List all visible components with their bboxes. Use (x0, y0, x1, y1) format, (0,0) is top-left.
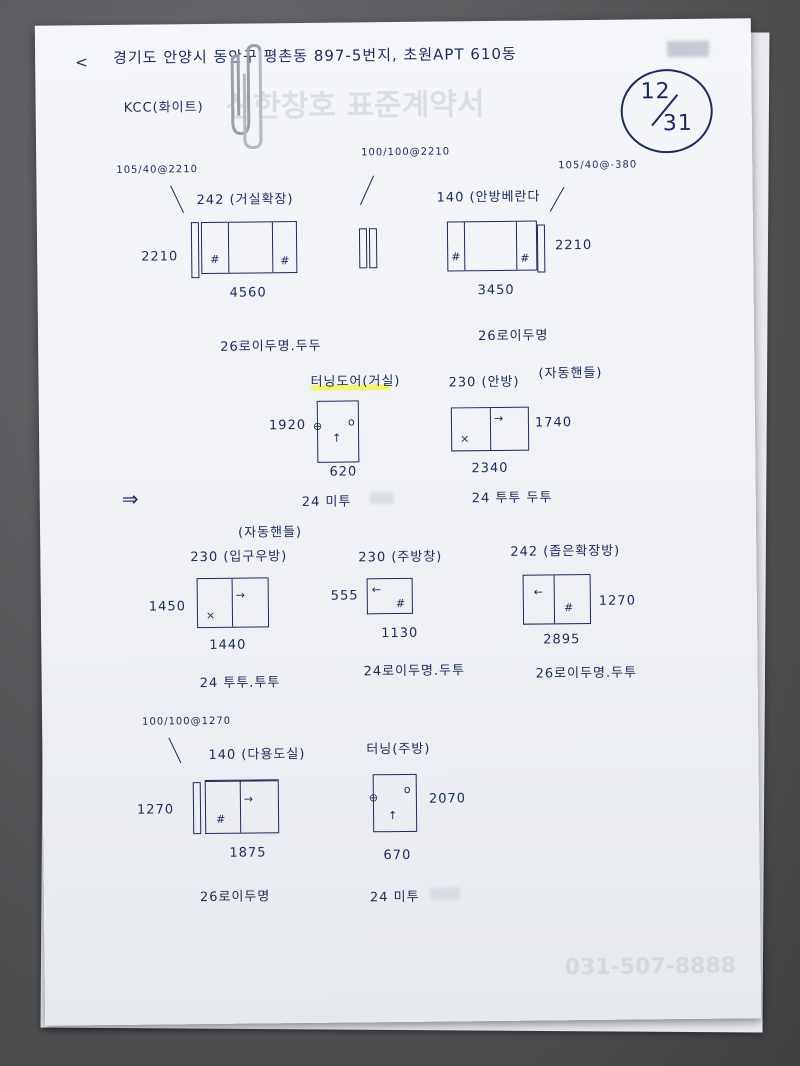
win3-spec: 26로이두명 (477, 328, 549, 345)
win3-width: 3450 (477, 282, 515, 299)
win8-height: 1270 (598, 593, 637, 609)
win4-height: 1920 (268, 417, 307, 434)
win5-title: 230 (안방) (448, 374, 520, 391)
win3-side-frame (536, 224, 546, 273)
date-numerator: 12 (640, 79, 671, 105)
win6-spec: 24 투투.투투 (199, 675, 281, 692)
win7-height: 555 (330, 588, 359, 604)
win3-height: 2210 (555, 237, 593, 254)
win1-note: 105/40@2210 (116, 164, 198, 176)
win4-frame: ⊕ ↑ o (313, 400, 360, 463)
win6-width: 1440 (209, 637, 247, 653)
win7-frame: ← # (366, 577, 413, 615)
win2-side-frame-b (368, 228, 378, 269)
ghost-phone: 031-507-8888 (564, 953, 737, 981)
win8-width: 2895 (543, 632, 581, 648)
win8-frame: ← # (522, 573, 592, 625)
handwritten-window-sheet: 신한창호 표준계약서 031-507-8888 < 경기도 안양시 동안구 평촌… (34, 18, 762, 1026)
date-denominator: 31 (662, 110, 693, 137)
win1-title: 242 (거실확장) (196, 192, 294, 209)
win10-width: 670 (383, 847, 412, 864)
win9-spec: 26로이두명 (199, 889, 271, 906)
win8-title: 242 (좁은확장방) (510, 543, 621, 560)
win5-spec: 24 투투 두투 (471, 490, 553, 507)
brand-label: KCC(화이트) (123, 100, 204, 116)
win10-frame: ⊕ ↑ o (369, 773, 418, 833)
win5-note: (자동핸들) (538, 365, 603, 382)
win10-title: 터닝(주방) (366, 741, 431, 758)
win3-title: 140 (안방베란다 (436, 189, 541, 206)
address-line: 경기도 안양시 동안구 평촌동 897-5번지, 초원APT 610동 (113, 44, 517, 67)
paperclip-icon (230, 43, 263, 149)
win7-width: 1130 (381, 625, 419, 642)
win7-title: 230 (주방창) (358, 549, 443, 566)
win9-note: 100/100@1270 (142, 715, 232, 728)
win5-frame: × → (450, 406, 530, 452)
win4-title: 터닝도어(거실) (310, 373, 401, 390)
date-circle: 12 31 (620, 68, 714, 154)
win9-side-frame (192, 782, 202, 835)
win7-spec: 24로이두명.두투 (363, 663, 466, 680)
win6-height: 1450 (148, 599, 187, 615)
win9-frame: # → (204, 779, 280, 835)
win1-width: 4560 (229, 285, 267, 301)
win1-side-frame (190, 222, 200, 279)
win9-pointer (168, 737, 182, 764)
win10-height: 2070 (428, 791, 467, 807)
redacted-unit (666, 40, 710, 58)
win2-note: 100/100@2210 (361, 146, 451, 159)
win5-width: 2340 (471, 460, 509, 477)
win2-pointer (359, 175, 375, 206)
win1-spec: 26로이두명.두두 (220, 338, 322, 355)
win3-note: 105/40@-380 (558, 159, 638, 172)
win6-frame: × → (196, 577, 270, 629)
win1-height: 2210 (141, 249, 179, 265)
redacted-spec-4 (369, 492, 394, 505)
win6-title: 230 (입구우방) (190, 549, 288, 566)
win2-side-frame (358, 228, 368, 269)
back-mark: < (75, 53, 89, 72)
arrow-symbol: ⇒ (121, 486, 140, 511)
win4-spec: 24 미투 (301, 494, 352, 511)
win5-height: 1740 (534, 415, 573, 431)
win3-pointer (549, 186, 565, 212)
redacted-spec-10 (429, 887, 460, 900)
win9-height: 1270 (136, 802, 175, 818)
win3-frame: # # (446, 220, 538, 272)
win9-title: 140 (다용도실) (208, 746, 306, 763)
win10-spec: 24 미투 (369, 889, 420, 906)
win4-width: 620 (329, 464, 358, 480)
win1-frame: # # (200, 221, 298, 275)
win1-pointer (170, 185, 185, 214)
win6-note: (자동핸들) (238, 525, 303, 541)
win9-width: 1875 (229, 845, 267, 861)
win8-spec: 26로이두명.두투 (535, 665, 638, 682)
